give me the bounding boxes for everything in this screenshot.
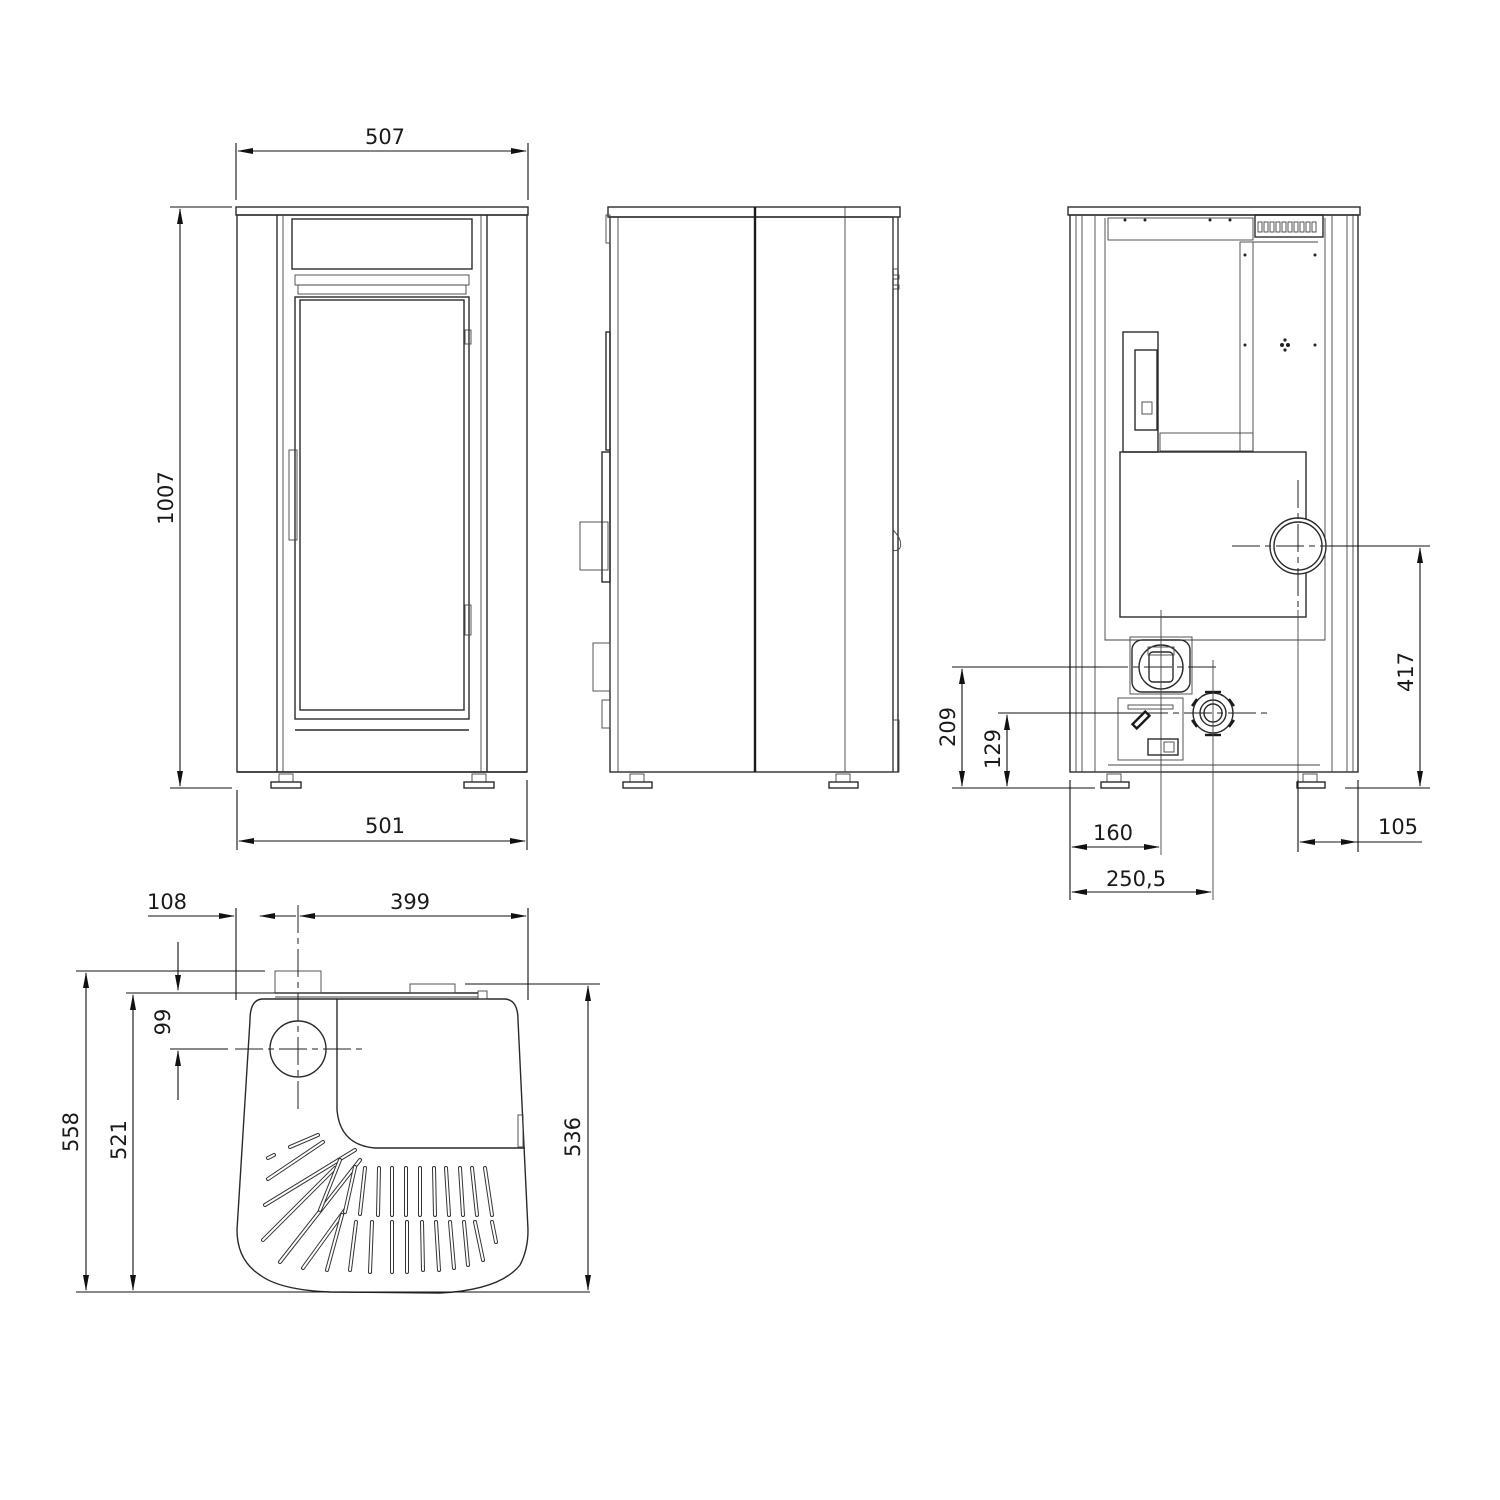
hopper-lid: [336, 999, 525, 1149]
adjustable-foot: [622, 773, 653, 789]
front-door: [294, 296, 470, 720]
adjustable-foot: [463, 773, 495, 789]
top-view: 108 399 99 558 521 536: [59, 890, 600, 1294]
dimension-secondary-height: 129: [981, 729, 1005, 769]
vent-slots: [1257, 221, 1317, 233]
adjustable-foot: [1100, 773, 1130, 789]
top-plate: [235, 206, 529, 216]
fuse-holder: [1130, 709, 1152, 731]
control-board: [1134, 349, 1158, 431]
hopper-panel: [291, 218, 473, 270]
dimension-width-bottom: 501: [365, 814, 405, 838]
power-switch: [1141, 401, 1153, 415]
power-socket: [1147, 738, 1179, 756]
dimension-depth-total: 558: [59, 1112, 83, 1152]
door-glass: [299, 299, 465, 711]
door-latch: [288, 449, 298, 541]
dimension-secondary-offset: 250,5: [1106, 867, 1166, 891]
rear-view: 417 209 129 160 250,5 105: [936, 206, 1430, 900]
dimension-flue-offset-right: 399: [390, 890, 430, 914]
dimension-width-top: 507: [365, 125, 405, 149]
adjustable-foot: [1296, 773, 1326, 789]
adjustable-foot: [828, 773, 859, 789]
front-view: 507 1007 501: [154, 125, 529, 850]
side-handle: [579, 521, 609, 571]
dimension-flue-offset-left: 108: [147, 890, 187, 914]
dimension-depth-body: 521: [107, 1120, 131, 1160]
dimension-height: 1007: [154, 471, 178, 524]
dimension-depth-right: 536: [561, 1117, 585, 1157]
adjustable-foot: [270, 773, 302, 789]
vent-slots: [261, 1133, 498, 1274]
mount-holes: [1123, 218, 1317, 352]
vent-grille: [1254, 214, 1324, 238]
body-outline: [236, 214, 528, 773]
dimension-outlet-height: 417: [1394, 652, 1418, 692]
dimension-inlet-height: 209: [936, 707, 960, 747]
dimension-outlet-offset: 105: [1378, 815, 1418, 839]
top-plate: [1067, 206, 1361, 216]
dimension-inlet-offset: 160: [1093, 821, 1133, 845]
side-view: [579, 206, 902, 789]
rear-outline: [1069, 214, 1359, 773]
body-footprint: [236, 998, 529, 1294]
dimension-flue-offset-back: 99: [151, 1009, 175, 1036]
